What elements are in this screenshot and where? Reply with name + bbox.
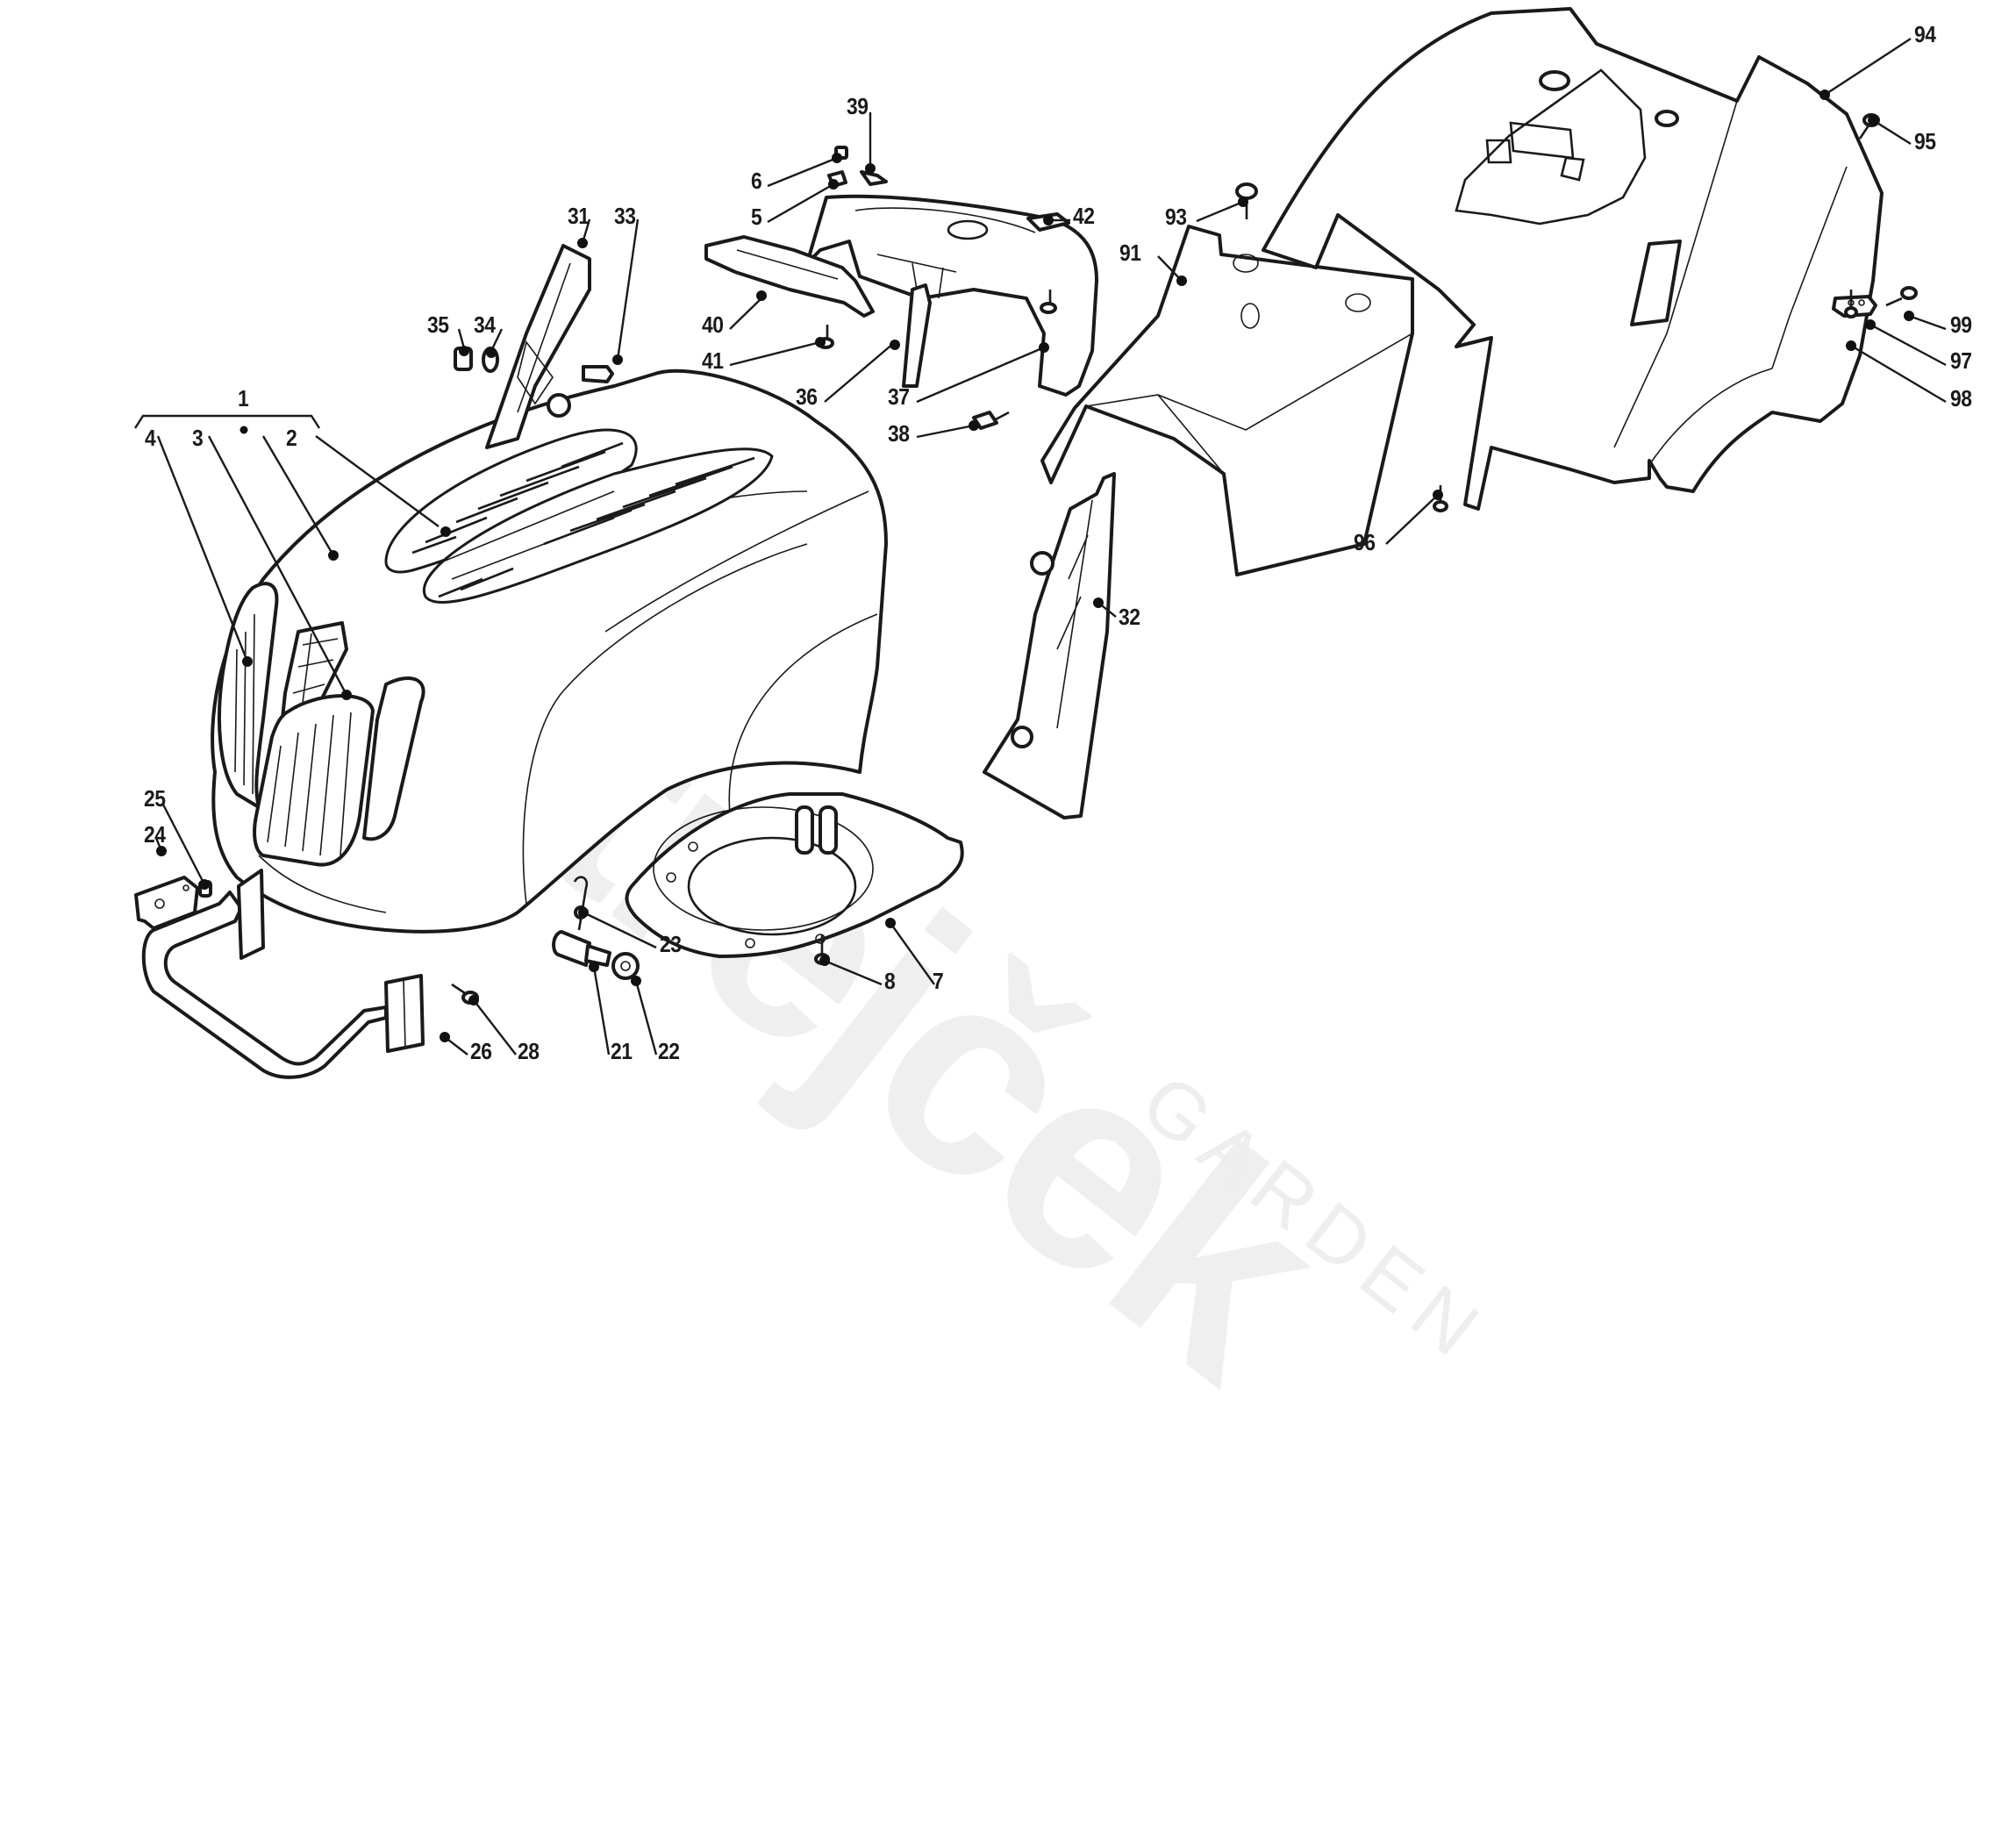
callout-label-8: 8	[884, 968, 896, 994]
screw-part-37	[1040, 290, 1057, 314]
callout-label-24: 24	[144, 821, 166, 848]
callout-label-96: 96	[1354, 529, 1376, 555]
floor-pan-part-7	[625, 792, 964, 958]
screw-part-99	[1885, 286, 1918, 307]
dash-cover-part-36	[805, 194, 1098, 397]
front-bumper	[141, 869, 425, 1079]
callout-label-7: 7	[933, 968, 944, 994]
callout-label-26: 26	[470, 1038, 492, 1064]
screw-part-98	[1844, 290, 1858, 318]
callout-label-39: 39	[847, 93, 869, 119]
washer-part-22	[611, 952, 640, 980]
leader-dots	[156, 89, 1914, 1042]
callout-label-35: 35	[427, 311, 449, 338]
callout-label-97: 97	[1950, 347, 1972, 374]
callout-label-40: 40	[702, 311, 724, 338]
side-bracket-part-31	[485, 244, 591, 449]
callout-label-37: 37	[888, 383, 910, 410]
handle-part-40	[704, 235, 875, 318]
callout-label-98: 98	[1950, 385, 1972, 411]
bolt-part-33	[582, 365, 614, 383]
callout-label-3: 3	[192, 425, 204, 451]
headlight-lens-part-4	[218, 582, 279, 809]
bumper-bracket-part-24	[134, 876, 199, 930]
callout-label-1: 1	[238, 385, 249, 411]
callout-label-23: 23	[660, 931, 682, 957]
callout-label-33: 33	[614, 203, 636, 229]
callout-label-22: 22	[658, 1038, 680, 1064]
callout-label-36: 36	[796, 383, 818, 410]
rear-panel-part-91	[1040, 225, 1414, 576]
clip-part-39	[860, 170, 888, 186]
callout-label-6: 6	[751, 168, 762, 194]
side-bracket-part-32	[983, 472, 1116, 819]
callout-label-99: 99	[1950, 311, 1972, 338]
callout-label-4: 4	[145, 425, 156, 451]
headlight-lens-part-3b	[253, 676, 425, 867]
callout-label-93: 93	[1165, 204, 1187, 230]
callout-label-2: 2	[286, 425, 297, 451]
callout-label-31: 31	[568, 203, 590, 229]
callout-label-28: 28	[518, 1038, 540, 1064]
callout-label-42: 42	[1073, 203, 1095, 229]
callout-label-95: 95	[1914, 128, 1936, 154]
callout-label-34: 34	[474, 311, 496, 338]
callout-label-41: 41	[702, 347, 724, 374]
callout-label-94: 94	[1914, 21, 1936, 47]
callout-label-21: 21	[611, 1038, 633, 1064]
callout-label-25: 25	[144, 785, 166, 812]
screw-part-38	[972, 411, 1010, 430]
rear-fender-part-94	[1262, 7, 1884, 511]
callout-label-38: 38	[888, 420, 910, 447]
pin-part-21	[552, 930, 611, 967]
callout-label-32: 32	[1119, 604, 1140, 630]
group-bracket	[133, 414, 321, 434]
bracket-part-97	[1832, 295, 1877, 318]
leader-lines	[154, 37, 1947, 1055]
clip-part-23	[573, 876, 589, 931]
callout-label-5: 5	[751, 204, 762, 230]
callout-label-91: 91	[1119, 240, 1141, 266]
